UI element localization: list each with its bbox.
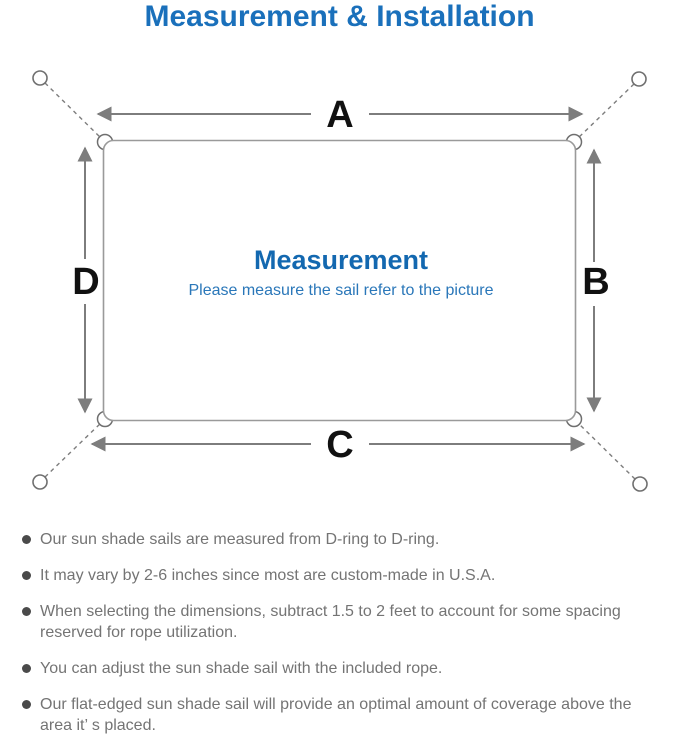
list-item: You can adjust the sun shade sail with t… bbox=[20, 658, 665, 679]
diagram-center-subtitle: Please measure the sail refer to the pic… bbox=[188, 282, 493, 299]
sail-measurement-diagram: A C D B Measurement Please measure the s… bbox=[32, 70, 648, 492]
list-item: When selecting the dimensions, subtract … bbox=[20, 601, 665, 643]
guy-rope-dashed-line-bottom-right bbox=[574, 419, 636, 480]
note-text: Our flat-edged sun shade sail will provi… bbox=[40, 696, 632, 734]
dimension-label-c: C bbox=[326, 424, 353, 466]
note-text: It may vary by 2-6 inches since most are… bbox=[40, 567, 496, 584]
list-item: Our flat-edged sun shade sail will provi… bbox=[20, 694, 665, 736]
bullet-dot-icon bbox=[22, 700, 31, 709]
guy-rope-dashed-line-top-right bbox=[574, 83, 635, 142]
bullet-dot-icon bbox=[22, 571, 31, 580]
anchor-point-top-right bbox=[631, 71, 647, 87]
bullet-dot-icon bbox=[22, 535, 31, 544]
bullet-dot-icon bbox=[22, 664, 31, 673]
guy-rope-dashed-line-bottom-left bbox=[44, 419, 105, 478]
sail-rectangle bbox=[102, 139, 577, 422]
note-text: You can adjust the sun shade sail with t… bbox=[40, 660, 443, 677]
list-item: Our sun shade sails are measured from D-… bbox=[20, 529, 665, 550]
dimension-label-a: A bbox=[326, 94, 353, 136]
guy-rope-dashed-line-top-left bbox=[44, 82, 105, 142]
diagram-center-title: Measurement bbox=[254, 245, 428, 275]
list-item: It may vary by 2-6 inches since most are… bbox=[20, 565, 665, 586]
bullet-dot-icon bbox=[22, 607, 31, 616]
measurement-notes-list: Our sun shade sails are measured from D-… bbox=[20, 529, 665, 736]
page-title: Measurement & Installation bbox=[144, 0, 535, 33]
anchor-point-bottom-right bbox=[632, 476, 648, 492]
dimension-label-b: B bbox=[582, 261, 609, 303]
note-text: When selecting the dimensions, subtract … bbox=[40, 603, 621, 641]
anchor-point-top-left bbox=[32, 70, 48, 86]
dimension-label-d: D bbox=[72, 261, 99, 303]
anchor-point-bottom-left bbox=[32, 474, 48, 490]
note-text: Our sun shade sails are measured from D-… bbox=[40, 531, 440, 548]
